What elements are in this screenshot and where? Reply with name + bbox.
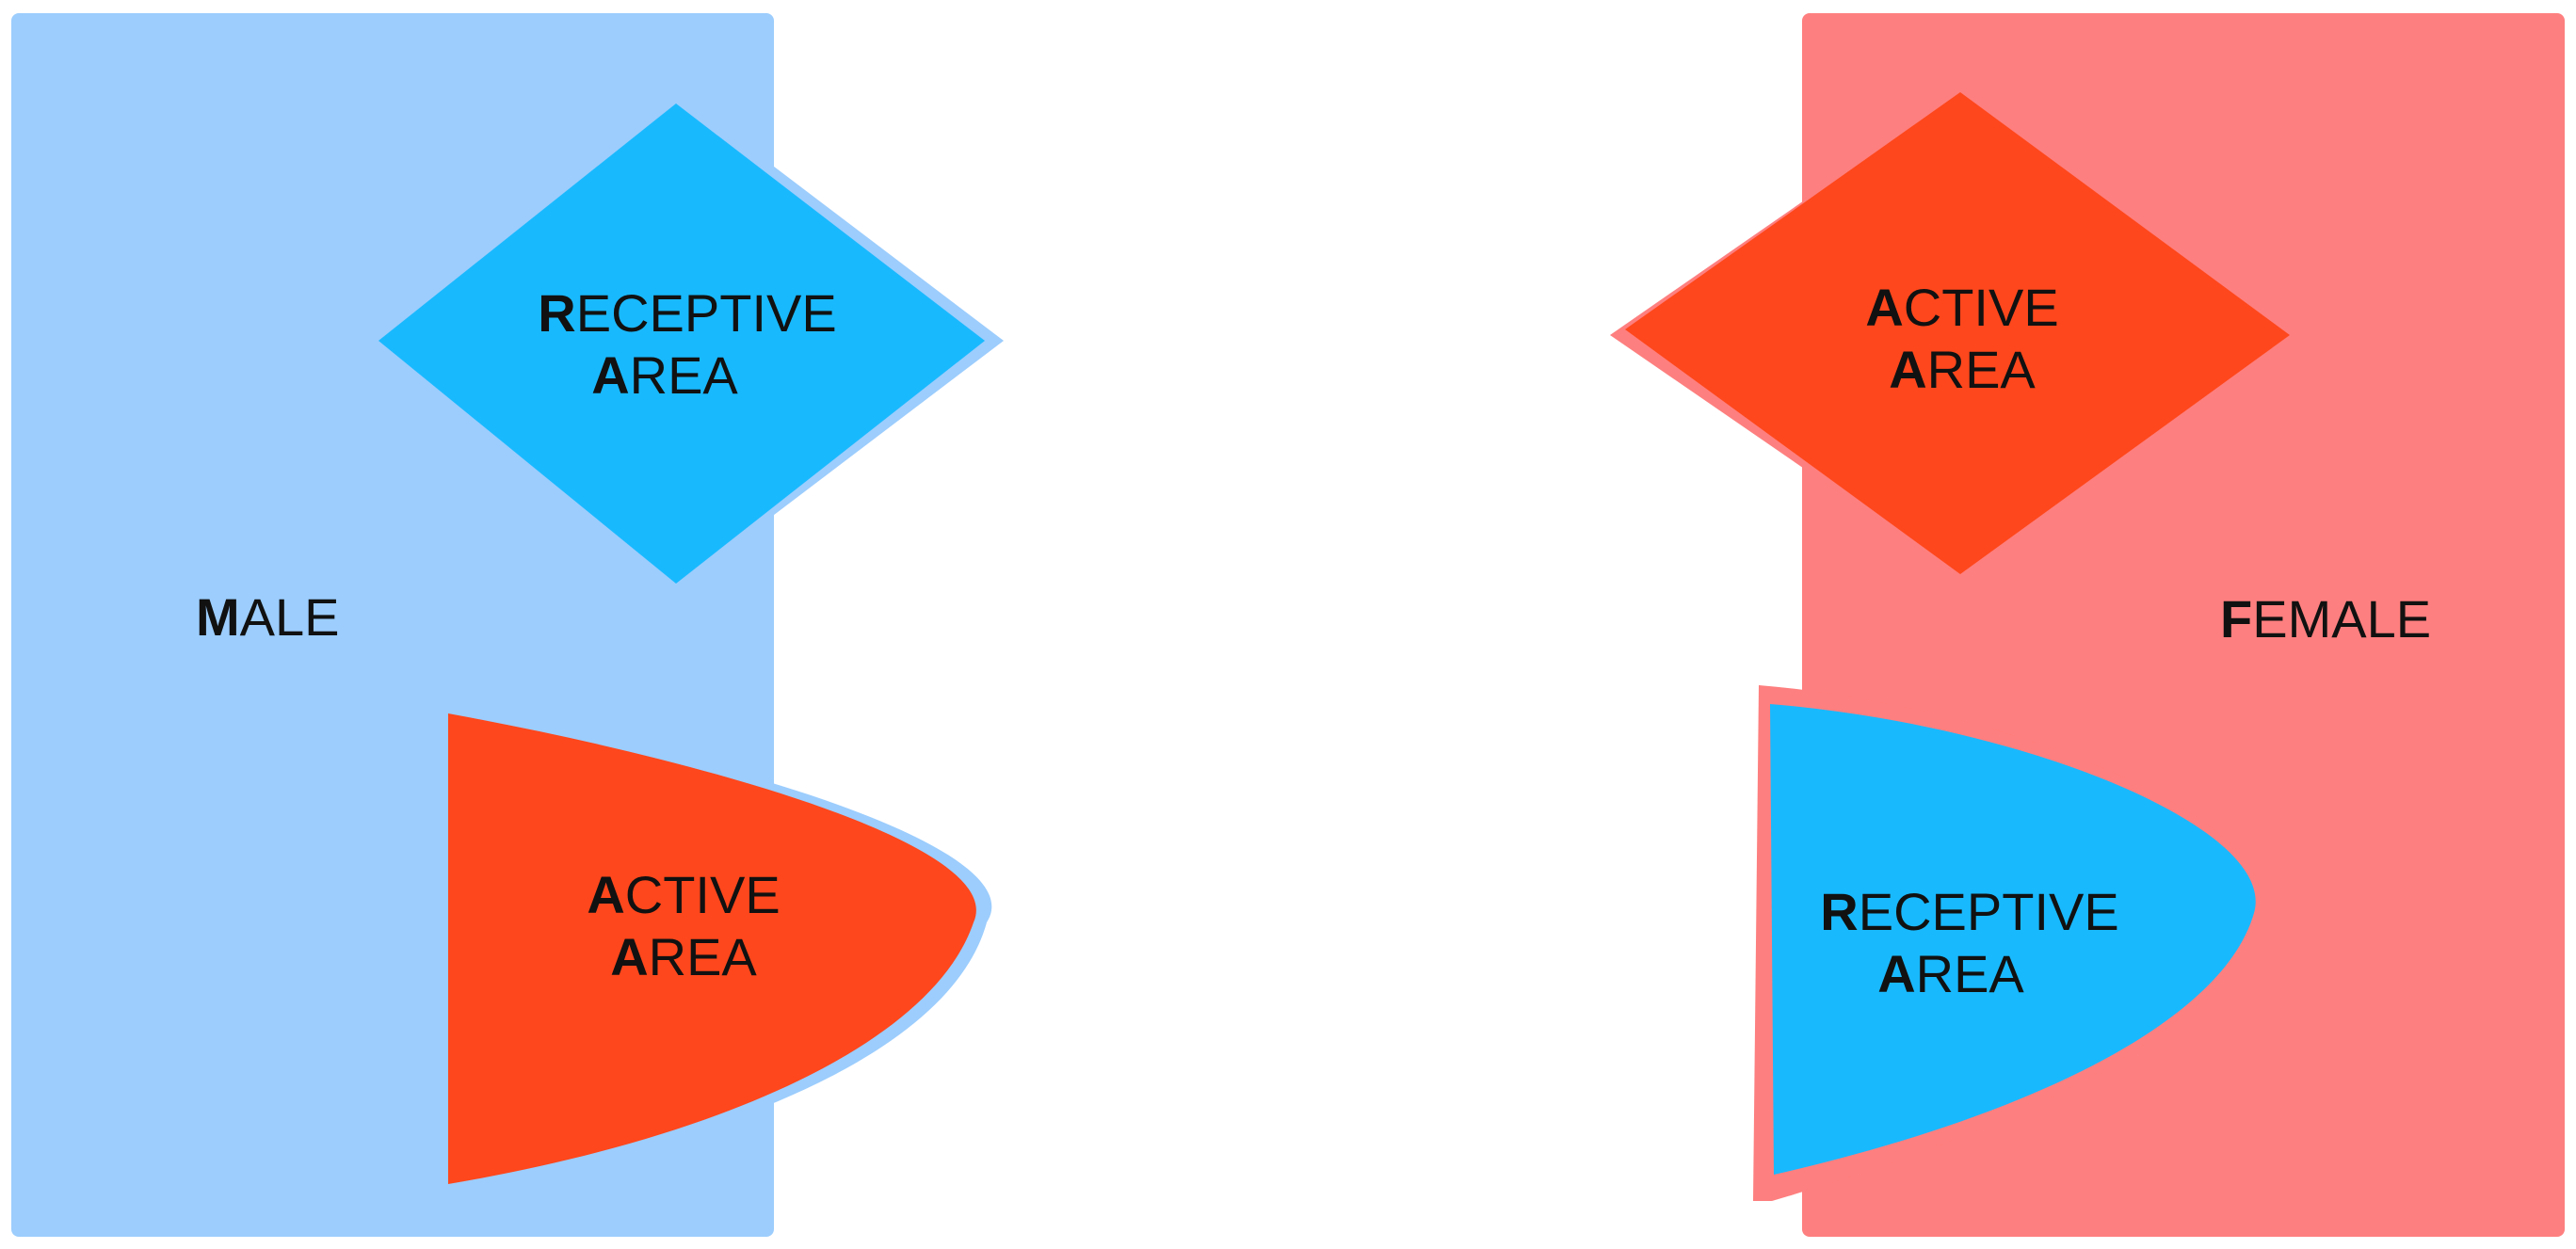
female-name-label: FEMALE xyxy=(2220,589,2431,649)
female-receptive-label-2: AREA xyxy=(1877,944,2024,1003)
male-receptive-line1-initial: R xyxy=(538,283,575,343)
male-active-line1-initial: A xyxy=(587,865,624,924)
female-active-label: ACTIVE xyxy=(1865,278,2058,337)
female-receptive-shape xyxy=(1770,704,2256,1175)
female-receptive-line1-rest: ECEPTIVE xyxy=(1859,882,2119,941)
female-receptive-line1-initial: R xyxy=(1820,882,1858,941)
female-active-line2-initial: A xyxy=(1889,340,1926,399)
male-active-label-2: AREA xyxy=(610,927,757,986)
male-active-line1-rest: CTIVE xyxy=(625,865,781,924)
female-active-line1-rest: CTIVE xyxy=(1904,278,2059,337)
male-active-line2-rest: REA xyxy=(649,927,758,986)
male-name-label: MALE xyxy=(196,587,340,647)
female-receptive-line2-rest: REA xyxy=(1916,944,2025,1003)
male-active-line2-initial: A xyxy=(610,927,648,986)
female-active-diamond xyxy=(1625,92,2290,574)
male-active-label: ACTIVE xyxy=(587,865,780,924)
male-receptive-line1-rest: ECEPTIVE xyxy=(576,283,837,343)
female-active-line1-initial: A xyxy=(1865,278,1903,337)
male-receptive-label-2: AREA xyxy=(591,345,738,405)
male-name-rest: ALE xyxy=(240,587,340,647)
female-receptive-label: RECEPTIVE xyxy=(1820,882,2118,941)
female-receptive-line2-initial: A xyxy=(1877,944,1915,1003)
male-receptive-line2-rest: REA xyxy=(630,345,739,405)
male-active-shape xyxy=(448,713,976,1184)
female-panel-group: ACTIVE AREA FEMALE RECEPTIVE AREA xyxy=(1610,13,2565,1237)
male-receptive-diamond xyxy=(378,104,985,584)
male-name-initial: M xyxy=(196,587,240,647)
female-name-initial: F xyxy=(2220,589,2252,649)
female-active-line2-rest: REA xyxy=(1927,340,2037,399)
male-receptive-label: RECEPTIVE xyxy=(538,283,836,343)
female-name-rest: EMALE xyxy=(2252,589,2431,649)
male-receptive-line2-initial: A xyxy=(591,345,629,405)
male-panel-group: RECEPTIVE AREA MALE ACTIVE AREA xyxy=(11,13,1004,1237)
female-active-label-2: AREA xyxy=(1889,340,2036,399)
